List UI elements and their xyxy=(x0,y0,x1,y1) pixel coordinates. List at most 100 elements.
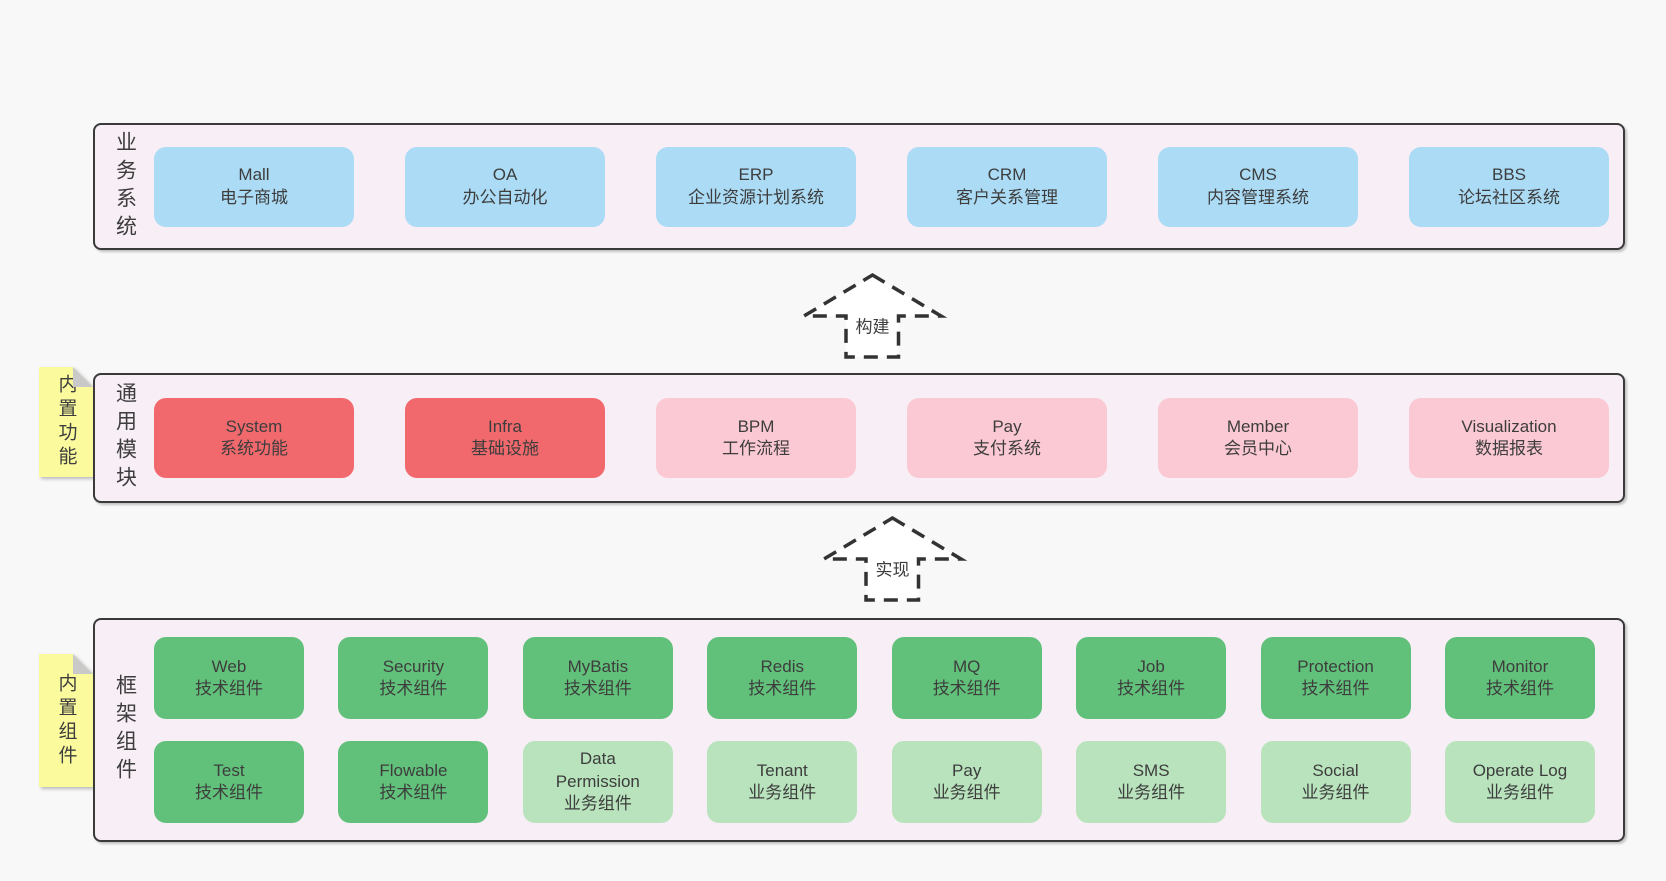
box-title: Mall xyxy=(238,165,270,185)
box-title: Flowable xyxy=(379,760,448,780)
panel-label-column: 通用模块 xyxy=(95,375,154,501)
box-mall: Mall 电子商城 xyxy=(154,146,354,227)
box-pay: Pay 支付系统 xyxy=(907,398,1107,478)
box-subtitle: 数据报表 xyxy=(1475,439,1543,458)
box-data-permission: Data Permission 业务组件 xyxy=(522,741,673,823)
box-title: Infra xyxy=(487,416,523,436)
box-title: System xyxy=(225,416,283,436)
box-subtitle: 技术组件 xyxy=(932,679,1001,698)
box-erp: ERP 企业资源计划系统 xyxy=(656,146,856,227)
box-title: Visualization xyxy=(1461,416,1557,436)
panel-content: System 系统功能 Infra 基础设施 BPM 工作流程 Pay 支付系统… xyxy=(154,375,1623,501)
folded-corner-icon xyxy=(73,654,93,674)
box-title: CRM xyxy=(987,165,1027,185)
box-title: MyBatis xyxy=(567,656,629,676)
folded-corner-icon xyxy=(73,367,93,387)
box-title: OA xyxy=(492,165,518,185)
box-subtitle: 技术组件 xyxy=(1301,679,1370,698)
box-title: MQ xyxy=(952,656,981,676)
arrow-implement: 实现 xyxy=(817,515,968,602)
box-sms: SMS 业务组件 xyxy=(1076,741,1227,823)
panel-label-column: 框架组件 xyxy=(95,620,154,840)
box-subtitle: 技术组件 xyxy=(563,679,632,698)
box-subtitle: 会员中心 xyxy=(1224,439,1292,458)
arrow-label: 构建 xyxy=(852,312,893,338)
box-subtitle: 业务组件 xyxy=(748,783,817,802)
box-title: ERP xyxy=(738,165,774,185)
box-infra: Infra 基础设施 xyxy=(405,398,605,478)
box-tenant: Tenant 业务组件 xyxy=(707,741,858,823)
panel-title: 业务系统 xyxy=(113,130,137,243)
box-bbs: BBS 论坛社区系统 xyxy=(1409,146,1609,227)
components-row-1: Web 技术组件 Security 技术组件 MyBatis 技术组件 Redi… xyxy=(154,637,1595,719)
box-subtitle: 技术组件 xyxy=(748,679,817,698)
box-member: Member 会员中心 xyxy=(1158,398,1358,478)
box-subtitle: 技术组件 xyxy=(379,679,448,698)
box-security: Security 技术组件 xyxy=(338,637,489,719)
box-mybatis: MyBatis 技术组件 xyxy=(522,637,673,719)
box-subtitle: 技术组件 xyxy=(379,783,448,802)
panel-content: Web 技术组件 Security 技术组件 MyBatis 技术组件 Redi… xyxy=(154,620,1623,840)
sticky-note-builtin-features: 内置功能 xyxy=(39,367,93,477)
box-system: System 系统功能 xyxy=(154,398,354,478)
panel-content: Mall 电子商城 OA 办公自动化 ERP 企业资源计划系统 CRM 客户关系… xyxy=(154,125,1623,248)
box-title: BPM xyxy=(737,416,775,436)
box-subtitle: 企业资源计划系统 xyxy=(688,187,824,207)
panel-title: 框架组件 xyxy=(113,674,137,786)
sticky-note-label: 内置组件 xyxy=(55,672,77,769)
panel-common-modules: 通用模块 System 系统功能 Infra 基础设施 BPM 工作流程 Pay… xyxy=(93,373,1625,503)
box-subtitle: 技术组件 xyxy=(195,679,263,698)
box-title: SMS xyxy=(1132,760,1170,780)
box-subtitle: 业务组件 xyxy=(1485,783,1554,802)
box-title: Redis xyxy=(760,656,804,676)
box-operate-log: Operate Log 业务组件 xyxy=(1444,741,1595,823)
box-subtitle: 技术组件 xyxy=(195,783,263,802)
panel-business-systems: 业务系统 Mall 电子商城 OA 办公自动化 ERP 企业资源计划系统 CRM… xyxy=(93,123,1625,250)
sticky-note-body: 内置功能 xyxy=(39,367,93,477)
box-title: Tenant xyxy=(756,760,808,780)
box-subtitle: 客户关系管理 xyxy=(956,187,1058,207)
box-subtitle: 业务组件 xyxy=(1301,783,1370,802)
box-subtitle: 技术组件 xyxy=(1117,679,1186,698)
panel-label-column: 业务系统 xyxy=(95,125,154,248)
box-title: Social xyxy=(1312,760,1359,780)
sticky-note-builtin-components: 内置组件 xyxy=(39,654,93,787)
box-oa: OA 办公自动化 xyxy=(405,146,605,227)
box-title: CMS xyxy=(1239,165,1277,185)
box-title: Protection xyxy=(1297,656,1374,676)
box-monitor: Monitor 技术组件 xyxy=(1444,637,1595,719)
box-subtitle: 电子商城 xyxy=(220,187,288,207)
box-subtitle: 业务组件 xyxy=(932,783,1001,802)
box-cms: CMS 内容管理系统 xyxy=(1158,146,1358,227)
box-web: Web 技术组件 xyxy=(154,637,304,719)
box-subtitle: 论坛社区系统 xyxy=(1458,187,1560,207)
box-subtitle: 系统功能 xyxy=(220,439,288,458)
sticky-note-body: 内置组件 xyxy=(39,654,93,787)
box-subtitle: 业务组件 xyxy=(563,794,632,814)
box-title: Test xyxy=(213,760,245,780)
box-title: Pay xyxy=(952,760,982,780)
box-title: Data Permission xyxy=(555,749,640,791)
box-subtitle: 业务组件 xyxy=(1117,783,1186,802)
box-job: Job 技术组件 xyxy=(1076,637,1227,719)
box-bpm: BPM 工作流程 xyxy=(656,398,856,478)
box-crm: CRM 客户关系管理 xyxy=(907,146,1107,227)
box-title: Pay xyxy=(992,416,1022,436)
arrow-label: 实现 xyxy=(872,555,913,581)
box-subtitle: 内容管理系统 xyxy=(1207,187,1309,207)
components-row-2: Test 技术组件 Flowable 技术组件 Data Permission … xyxy=(154,741,1595,823)
box-redis: Redis 技术组件 xyxy=(707,637,858,719)
box-subtitle: 技术组件 xyxy=(1485,679,1554,698)
box-title: Monitor xyxy=(1491,656,1549,676)
panel-title: 通用模块 xyxy=(113,382,137,494)
arrow-build: 构建 xyxy=(797,272,948,359)
box-title: Member xyxy=(1226,416,1290,436)
box-title: Operate Log xyxy=(1472,760,1568,780)
box-flowable: Flowable 技术组件 xyxy=(338,741,489,823)
box-subtitle: 支付系统 xyxy=(973,439,1041,458)
sticky-note-label: 内置功能 xyxy=(55,374,77,470)
box-protection: Protection 技术组件 xyxy=(1260,637,1411,719)
box-social: Social 业务组件 xyxy=(1260,741,1411,823)
panel-framework-components: 框架组件 Web 技术组件 Security 技术组件 MyBatis 技术组件… xyxy=(93,618,1625,842)
